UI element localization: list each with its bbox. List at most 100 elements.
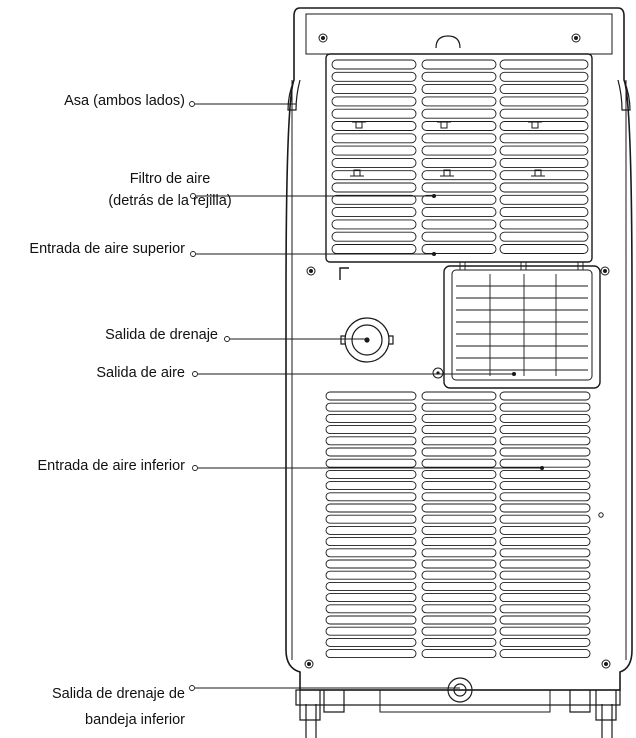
grille-slat (421, 145, 497, 156)
grille-slat (331, 96, 417, 107)
upper-grille-slats (331, 59, 589, 254)
label-lower-air-inlet: Entrada de aire inferior (37, 458, 186, 474)
grille-slat (331, 194, 417, 205)
grille-slat (421, 492, 497, 502)
drain-outlet-icon (340, 317, 394, 363)
corner-mark (339, 267, 349, 280)
grille-slat (325, 436, 417, 446)
label-handle: Asa (ambos lados) (64, 93, 185, 109)
grille-slat (499, 514, 591, 524)
grille-slat (421, 413, 497, 423)
grille-slat (421, 559, 497, 569)
air-outlet-inner (451, 269, 593, 381)
grille-slat (499, 121, 589, 131)
grille-slat (325, 548, 417, 558)
unit-body-inner-outline (305, 13, 613, 55)
grille-slat (421, 626, 497, 636)
grille-slat (499, 231, 589, 242)
grille-slat (499, 581, 591, 591)
caster-right-icon (569, 690, 617, 738)
grille-slat (331, 231, 417, 242)
grille-slat (421, 570, 497, 580)
grille-slat (325, 581, 417, 591)
grille-slat (421, 133, 497, 144)
grille-slat (421, 108, 497, 119)
screw-icons (304, 33, 611, 669)
grille-slat (331, 108, 417, 119)
upper-grille-frame (325, 53, 593, 263)
grille-slat (421, 194, 497, 205)
grille-slat (421, 615, 497, 625)
grille-slat (325, 447, 417, 457)
grille-slat (331, 71, 417, 82)
label-air-filter-line2: (detrás de la rejilla) (108, 193, 232, 209)
grille-slat (325, 637, 417, 647)
air-outlet-frame (443, 265, 601, 389)
grille-slat (499, 207, 589, 218)
grille-slat (325, 391, 417, 401)
grille-slat (331, 207, 417, 218)
grille-slat (331, 121, 417, 131)
grille-slat (499, 492, 591, 502)
grille-slat (325, 615, 417, 625)
grille-slat (499, 391, 591, 401)
grille-slat (421, 649, 497, 659)
grille-slat (499, 108, 589, 119)
grille-slat (499, 425, 591, 435)
air-outlet-grid (456, 274, 588, 376)
grille-slat (325, 537, 417, 547)
grille-slat (331, 170, 417, 181)
grille-slat (421, 391, 497, 401)
grille-slat (331, 145, 417, 156)
grille-slat (421, 469, 497, 479)
grille-slat (499, 182, 589, 193)
grille-slat (331, 133, 417, 144)
unit-body-outline (285, 7, 633, 691)
outlet-tab-right (520, 261, 527, 271)
grille-slat (421, 96, 497, 107)
label-air-filter-line1: Filtro de aire (129, 171, 211, 187)
grille-slat (421, 581, 497, 591)
grille-slat (421, 458, 497, 468)
grille-slat (325, 492, 417, 502)
grille-slat (325, 626, 417, 636)
grille-slat (499, 219, 589, 230)
caster-left-icon (299, 690, 345, 738)
grille-slat (499, 59, 589, 70)
grille-slat (331, 182, 417, 193)
grille-slat (421, 157, 497, 168)
grille-slat (499, 413, 591, 423)
grille-slat (499, 71, 589, 82)
grille-slat (499, 593, 591, 603)
leader-lines (189, 101, 545, 691)
grille-slat (499, 525, 591, 535)
grille-slat (421, 71, 497, 82)
grille-slat (499, 194, 589, 205)
grille-slat (499, 649, 591, 659)
grille-slat (499, 436, 591, 446)
grille-slat (325, 570, 417, 580)
grille-slat (499, 615, 591, 625)
grille-slat (331, 244, 417, 254)
lower-grille-slats (325, 391, 591, 659)
grille-slat (499, 244, 589, 254)
grille-slat (331, 84, 417, 95)
grille-slat (325, 604, 417, 614)
grille-slat (325, 458, 417, 468)
grille-slat (421, 219, 497, 230)
base-center-recess (379, 690, 551, 713)
grille-slat (421, 514, 497, 524)
unit-side-panel (291, 80, 627, 660)
grille-slat (325, 481, 417, 491)
grille-slat (325, 425, 417, 435)
grille-slat (499, 170, 589, 181)
label-air-outlet: Salida de aire (96, 365, 185, 381)
grille-slat (421, 121, 497, 131)
label-drain-outlet: Salida de drenaje (105, 327, 218, 343)
handle-right-icon (617, 79, 631, 111)
label-upper-air-inlet: Entrada de aire superior (29, 241, 185, 257)
grille-slat (499, 84, 589, 95)
grille-slat (421, 604, 497, 614)
grille-slat (421, 170, 497, 181)
grille-slat (499, 96, 589, 107)
